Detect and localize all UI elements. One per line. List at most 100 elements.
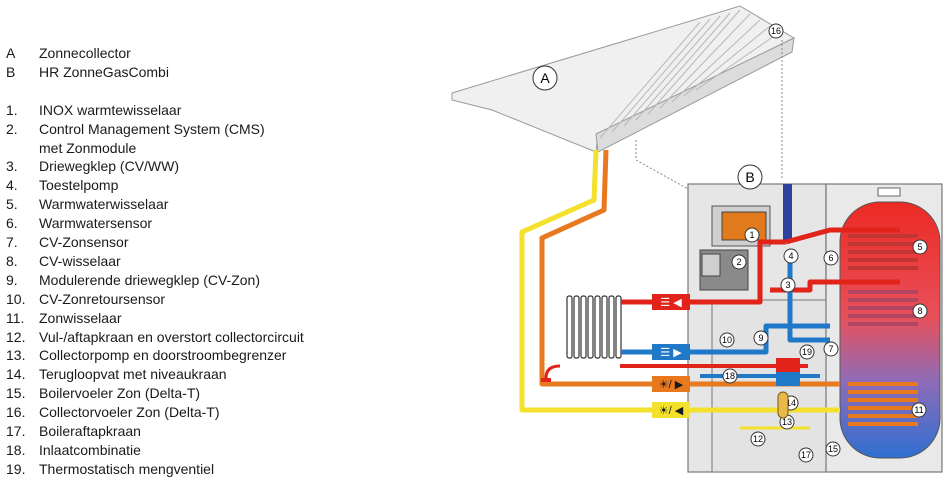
legend-row: 14. Terugloopvat met niveaukraan (6, 365, 426, 384)
legend-key: B (6, 63, 16, 80)
boiler-tank (839, 201, 941, 459)
svg-text:☀/ ▶: ☀/ ▶ (659, 379, 684, 391)
legend-label: Thermostatisch mengventiel (39, 460, 215, 477)
legend-key: 7. (6, 234, 18, 251)
marker-1: 1 (744, 227, 760, 243)
svg-text:17: 17 (801, 450, 811, 460)
legend-row: 4.Toestelpomp (6, 176, 426, 195)
boiler-label: B (737, 164, 763, 190)
collector-label: A (532, 65, 558, 91)
marker-16: 16 (768, 23, 784, 39)
legend-label: met Zonmodule (39, 139, 137, 156)
legend-key: 14. (6, 366, 26, 383)
radiator-return-arrow: ☰ ▶ (652, 344, 690, 360)
legend-key: 4. (6, 177, 18, 194)
marker-5: 5 (912, 239, 928, 255)
legend-row: 10. CV-Zonretoursensor (6, 290, 426, 309)
legend-row: A Zonnecollector (6, 44, 426, 63)
svg-text:10: 10 (722, 335, 732, 345)
svg-text:14: 14 (786, 398, 796, 408)
solar-coil (848, 382, 918, 426)
svg-text:4: 4 (788, 251, 793, 261)
legend-row: 11.Zonwisselaar (6, 309, 426, 328)
legend-label: Boilervoeler Zon (Delta-T) (39, 385, 201, 402)
legend-key: 10. (6, 290, 26, 307)
legend-label: Vul-/aftapkraan en overstort collectorci… (39, 328, 304, 345)
legend-label: Control Management System (CMS) (39, 120, 265, 137)
hot-water-outlet-arrow (776, 358, 800, 372)
marker-9: 9 (753, 330, 769, 346)
legend-row: 16. Collectorvoeler Zon (Delta-T) (6, 403, 426, 422)
legend-row: 2. Control Management System (CMS) (6, 120, 426, 139)
svg-text:7: 7 (828, 344, 833, 354)
legend-label: Collectorpomp en doorstroombegrenzer (39, 347, 287, 364)
solar-return-arrow: ☀/ ◀ (652, 402, 690, 418)
marker-19: 19 (799, 344, 815, 360)
legend-row: 19. Thermostatisch mengventiel (6, 460, 426, 479)
legend-key: 19. (6, 460, 26, 477)
legend-label: Terugloopvat met niveaukraan (39, 366, 227, 383)
solar-supply-arrow: ☀/ ▶ (652, 376, 690, 392)
legend-key: 17. (6, 423, 26, 440)
svg-text:5: 5 (917, 242, 922, 252)
drainback-vessel (777, 391, 789, 419)
svg-text:19: 19 (802, 347, 812, 357)
legend-key: 3. (6, 158, 18, 175)
legend-label: CV-wisselaar (39, 252, 121, 269)
cold-water-inlet-arrow (776, 372, 800, 386)
legend-key: 9. (6, 271, 18, 288)
legend-row: 13. Collectorpomp en doorstroombegrenzer (6, 346, 426, 365)
marker-3: 3 (780, 277, 796, 293)
legend-label: Driewegklep (CV/WW) (39, 158, 180, 175)
marker-7: 7 (823, 341, 839, 357)
legend-label: Zonnecollector (39, 45, 131, 61)
svg-text:18: 18 (725, 371, 735, 381)
solar-circuit-pipes (519, 149, 840, 413)
svg-text:16: 16 (771, 26, 781, 36)
legend-row: 15.Boilervoeler Zon (Delta-T) (6, 384, 426, 403)
radiator-icon (566, 295, 622, 359)
svg-text:6: 6 (828, 253, 833, 263)
legend-label: Warmwatersensor (39, 215, 153, 232)
marker-8: 8 (912, 303, 928, 319)
marker-11: 11 (911, 402, 927, 418)
legend-row: 7.CV-Zonsensor (6, 233, 426, 252)
marker-2: 2 (731, 254, 747, 270)
marker-10: 10 (719, 332, 735, 348)
marker-6: 6 (823, 250, 839, 266)
legend-label: Collectorvoeler Zon (Delta-T) (39, 404, 220, 421)
legend-row: 8. CV-wisselaar (6, 252, 426, 271)
component-markers: 16 1 2 3 4 5 6 7 8 9 10 11 12 13 14 15 1… (719, 23, 928, 463)
hot-water-coil (848, 234, 918, 270)
svg-text:3: 3 (785, 280, 790, 290)
radiator-supply-arrow: ☰ ◀ (652, 294, 690, 310)
legend-row: met Zonmodule (6, 139, 426, 158)
legend-key: 13. (6, 347, 26, 364)
legend-key: A (6, 45, 16, 61)
svg-text:15: 15 (828, 444, 838, 454)
legend-label: CV-Zonretoursensor (39, 290, 166, 307)
legend-key: 8. (6, 252, 18, 269)
svg-text:☀/ ◀: ☀/ ◀ (659, 405, 684, 417)
legend-key: 16. (6, 404, 26, 421)
marker-15: 15 (825, 441, 841, 457)
legend-label: HR ZonneGasCombi (39, 63, 169, 80)
legend-key: 5. (6, 196, 18, 213)
svg-text:13: 13 (782, 417, 792, 427)
marker-12: 12 (750, 431, 766, 447)
legend-label: Boileraftapkraan (39, 423, 141, 440)
legend-key: 2. (6, 120, 18, 137)
legend-label: Warmwaterwisselaar (39, 196, 169, 213)
legend-row: 9. Modulerende driewegklep (CV-Zon) (6, 271, 426, 290)
legend-row: 6.Warmwatersensor (6, 214, 426, 233)
cv-coil (848, 290, 918, 326)
legend-key: 18. (6, 442, 26, 459)
svg-text:☰ ◀: ☰ ◀ (660, 297, 682, 309)
marker-4: 4 (783, 248, 799, 264)
legend-label: Modulerende driewegklep (CV-Zon) (39, 271, 260, 288)
legend-row: B HR ZonneGasCombi (6, 63, 426, 82)
legend-key: 12. (6, 328, 26, 345)
legend-row: 5. Warmwaterwisselaar (6, 195, 426, 214)
